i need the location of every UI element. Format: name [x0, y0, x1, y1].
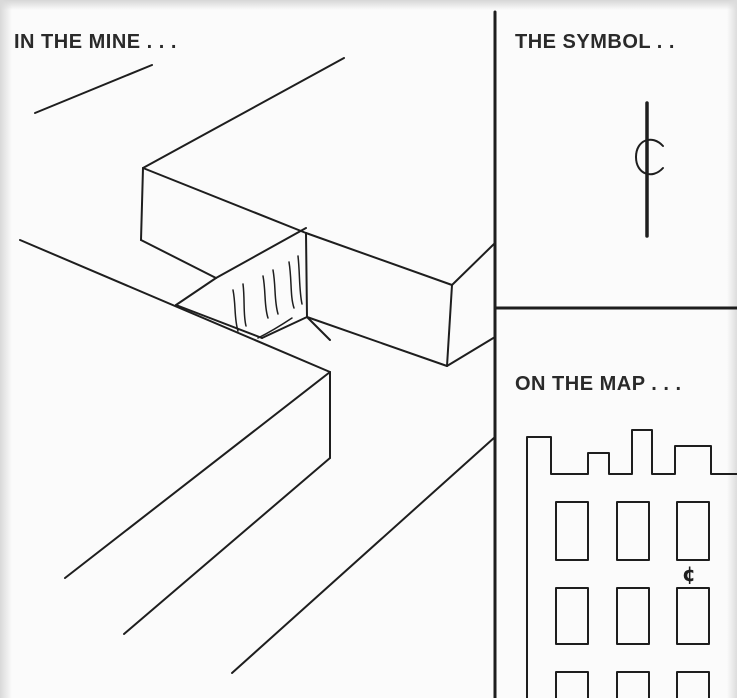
- centerline-symbol-icon: [636, 103, 663, 236]
- mine-map-drawing: [527, 430, 737, 698]
- map-symbol-marker: ¢: [682, 562, 696, 586]
- in-the-mine-caption: IN THE MINE . . .: [14, 31, 177, 54]
- on-the-map-caption: ON THE MAP . . .: [515, 373, 682, 396]
- mine-drawing: [20, 58, 495, 673]
- the-symbol-caption: THE SYMBOL . .: [515, 31, 675, 54]
